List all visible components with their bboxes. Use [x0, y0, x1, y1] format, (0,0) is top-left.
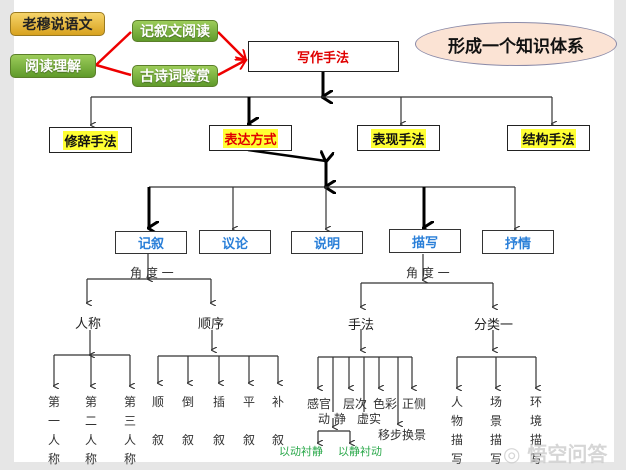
narration-angle-label: 角 度 一 — [130, 266, 174, 280]
character-description-label: 人物描写 — [450, 395, 463, 466]
writing-technique-box[interactable]: 写作手法 — [248, 41, 399, 72]
order-item-3: 平叙 — [242, 395, 255, 447]
watermark-icon: ◎ — [503, 442, 528, 466]
moving-scene-label: 移步换景 — [378, 428, 427, 442]
exposition-box[interactable]: 说明 — [291, 231, 363, 254]
order-item-2: 插叙 — [212, 395, 225, 447]
classification-label: 分类一 — [474, 318, 514, 333]
reading-comprehension-button[interactable]: 阅读理解 — [10, 54, 96, 78]
second-person-label: 第二人称 — [84, 395, 97, 466]
lyric-box[interactable]: 抒情 — [482, 230, 554, 254]
order-item-4: 补叙 — [271, 395, 284, 447]
knowledge-system-ellipse: 形成一个知识体系 — [415, 22, 617, 66]
expression-mode-label: 表达方式 — [223, 128, 278, 148]
dynamic-contrast-static-label: 以动衬静 — [279, 445, 323, 458]
sense-label: 感官 — [307, 397, 332, 411]
virtual-real-label: 虚实 — [357, 412, 382, 426]
direct-indirect-label: 正侧 — [402, 397, 427, 411]
watermark: ◎ 悟空问答 — [503, 442, 608, 466]
expression-mode-box[interactable]: 表达方式 — [209, 125, 292, 151]
first-person-label: 第一人称 — [47, 395, 60, 466]
color-label: 色彩 — [373, 397, 398, 411]
technique-label: 手法 — [348, 318, 375, 333]
environment-description-label: 环境描写 — [529, 395, 542, 466]
structure-technique-label: 结构手法 — [521, 128, 576, 148]
layer-label: 层次 — [343, 397, 368, 411]
description-angle-label: 角 度 一 — [406, 266, 450, 280]
order-item-0: 顺叙 — [151, 395, 164, 447]
rhetoric-label: 修辞手法 — [63, 130, 118, 150]
brand-button[interactable]: 老穆说语文 — [10, 12, 105, 36]
rhetoric-box[interactable]: 修辞手法 — [49, 127, 132, 153]
poetry-appreciation-button[interactable]: 古诗词鉴赏 — [132, 65, 218, 87]
static-contrast-dynamic-label: 以静衬动 — [338, 445, 382, 458]
description-box[interactable]: 描写 — [389, 229, 461, 253]
scene-description-label: 场景描写 — [489, 395, 502, 466]
argument-box[interactable]: 议论 — [199, 230, 271, 254]
performance-technique-label: 表现手法 — [371, 128, 426, 148]
narration-box[interactable]: 记叙 — [115, 231, 187, 254]
dynamic-static-label: 动 静 — [318, 412, 346, 426]
narrative-reading-button[interactable]: 记叙文阅读 — [132, 20, 218, 42]
person-label: 人称 — [75, 317, 102, 332]
third-person-label: 第三人称 — [123, 395, 136, 466]
structure-technique-box[interactable]: 结构手法 — [507, 125, 590, 151]
order-label: 顺序 — [198, 317, 225, 332]
performance-technique-box[interactable]: 表现手法 — [357, 125, 440, 151]
order-item-1: 倒叙 — [181, 395, 194, 447]
